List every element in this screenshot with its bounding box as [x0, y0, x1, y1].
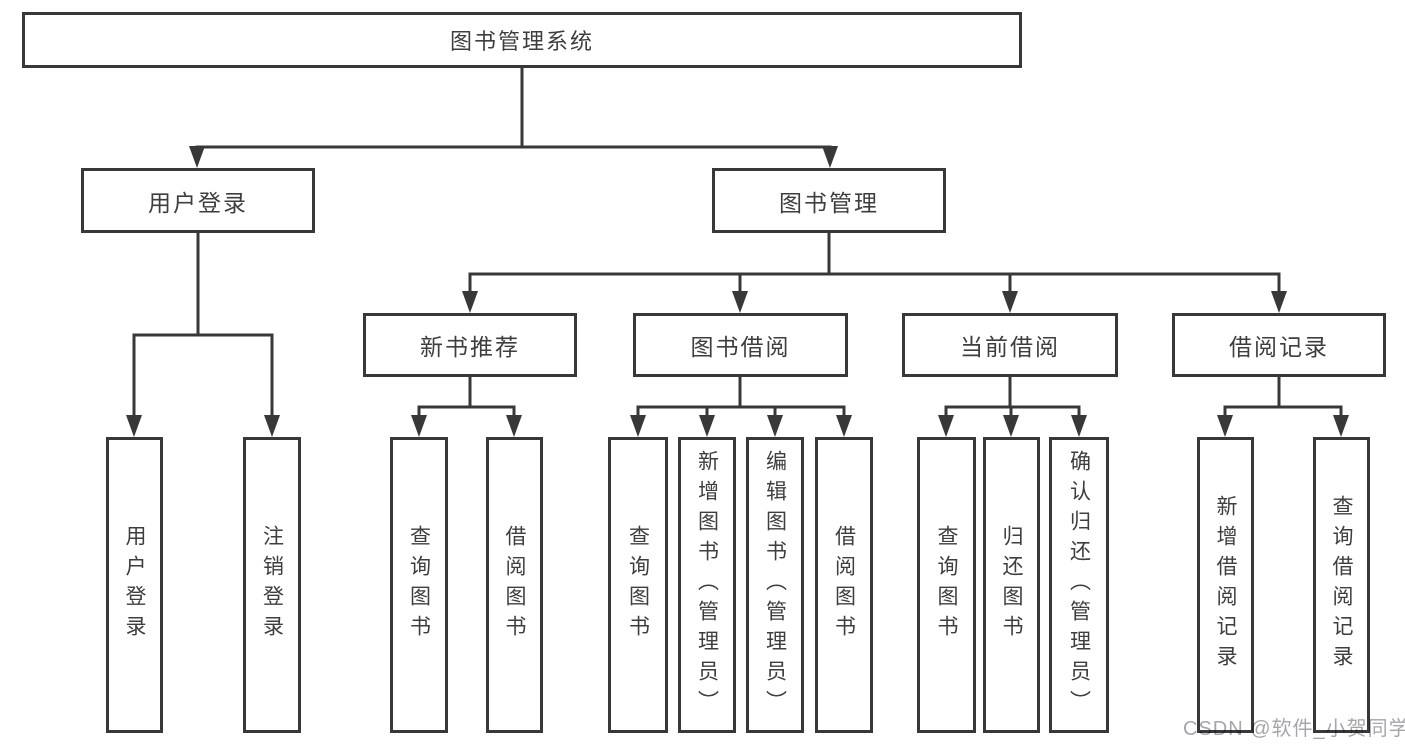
leaf-borrow-add-books-admin-label: 新增图书（管理员） — [695, 450, 719, 720]
leaf-current-confirm-return-admin: 确认归还（管理员） — [1049, 437, 1109, 733]
node-book-management-system: 图书管理系统 — [22, 12, 1022, 68]
csdn-watermark: CSDN @软件_小贺同学 — [1183, 718, 1405, 740]
node-book-management-system-label: 图书管理系统 — [449, 29, 594, 54]
connector-strokes — [132, 66, 1343, 419]
node-borrowing-records: 借阅记录 — [1172, 313, 1386, 377]
leaf-current-query-books-label: 查询图书 — [935, 525, 958, 645]
leaf-newrec-query-books: 查询图书 — [390, 437, 448, 733]
leaf-records-query-record: 查询借阅记录 — [1313, 437, 1370, 733]
leaf-newrec-borrow-books-label: 借阅图书 — [503, 525, 526, 645]
leaf-borrow-query-books-label: 查询图书 — [626, 525, 650, 645]
node-borrowing-records-label: 借阅记录 — [1229, 334, 1329, 360]
leaf-current-query-books: 查询图书 — [917, 437, 976, 733]
leaf-current-return-books: 归还图书 — [983, 437, 1040, 733]
leaf-current-confirm-return-admin-label: 确认归还（管理员） — [1067, 450, 1091, 720]
leaf-records-add-record-label: 新增借阅记录 — [1214, 495, 1237, 675]
leaf-newrec-query-books-label: 查询图书 — [407, 525, 431, 645]
leaf-user-login: 用户登录 — [106, 437, 163, 733]
leaf-borrow-edit-books-admin-label: 编辑图书（管理员） — [763, 450, 787, 720]
leaf-borrow-add-books-admin: 新增图书（管理员） — [678, 437, 736, 733]
leaf-borrow-edit-books-admin: 编辑图书（管理员） — [746, 437, 804, 733]
node-book-management: 图书管理 — [712, 168, 946, 233]
node-book-borrowing-label: 图书借阅 — [690, 334, 791, 360]
leaf-logout-label: 注销登录 — [260, 525, 284, 645]
node-current-borrowing-label: 当前借阅 — [960, 334, 1060, 360]
leaf-logout: 注销登录 — [243, 437, 301, 733]
node-user-login-label: 用户登录 — [148, 189, 248, 216]
node-new-book-recommend-label: 新书推荐 — [420, 334, 520, 360]
node-book-management-label: 图书管理 — [779, 189, 879, 216]
leaf-newrec-borrow-books: 借阅图书 — [486, 437, 543, 733]
node-user-login: 用户登录 — [81, 168, 315, 233]
leaf-borrow-query-books: 查询图书 — [608, 437, 668, 733]
arrowheads — [126, 146, 1349, 437]
leaf-borrow-borrow-books-label: 借阅图书 — [832, 525, 856, 645]
leaf-current-return-books-label: 归还图书 — [1000, 525, 1023, 645]
node-current-borrowing: 当前借阅 — [902, 313, 1118, 377]
leaf-records-add-record: 新增借阅记录 — [1197, 437, 1254, 733]
node-new-book-recommend: 新书推荐 — [363, 313, 577, 377]
leaf-borrow-borrow-books: 借阅图书 — [815, 437, 873, 733]
leaf-records-query-record-label: 查询借阅记录 — [1330, 495, 1353, 675]
node-book-borrowing: 图书借阅 — [633, 313, 848, 377]
leaf-user-login-label: 用户登录 — [123, 525, 146, 645]
